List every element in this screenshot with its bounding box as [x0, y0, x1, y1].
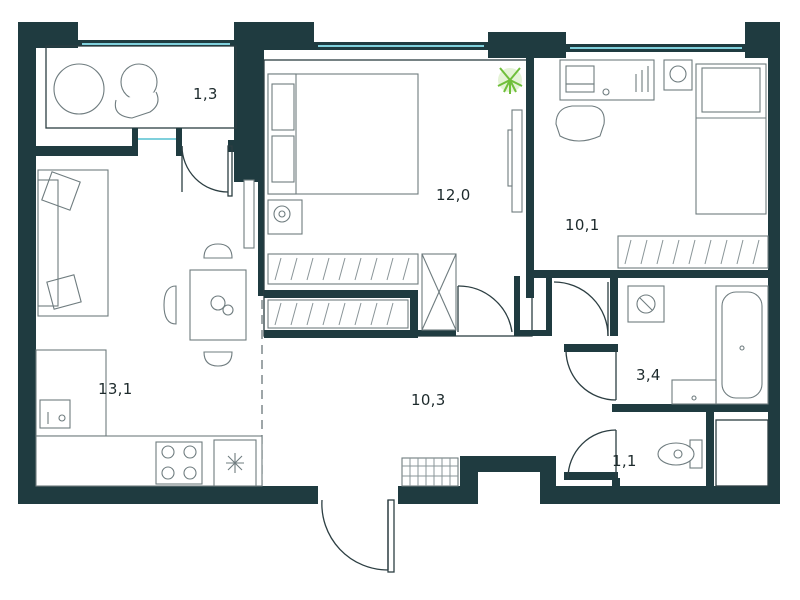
bedroom-1-furniture: [267, 67, 523, 331]
balcony-area-label: 1,3: [193, 85, 218, 103]
hallway-area-label: 10,3: [411, 391, 446, 409]
plant-icon: [497, 67, 523, 94]
kitchen-living-area-label: 13,1: [98, 380, 133, 398]
area-labels: 1,3 12,0 10,1 13,1 10,3 3,4 1,1: [98, 85, 661, 470]
bathroom-fixtures: [627, 285, 769, 405]
toilet-area-label: 1,1: [612, 452, 637, 470]
doors: [181, 145, 617, 573]
windows: [82, 43, 742, 140]
bathroom-area-label: 3,4: [636, 366, 661, 384]
bedroom-1-area-label: 12,0: [436, 186, 471, 204]
bedroom-2-furniture: [555, 59, 769, 269]
hall-closet: [267, 299, 409, 329]
living-kitchen-furniture: [35, 169, 263, 487]
bedroom-2-area-label: 10,1: [565, 216, 600, 234]
toilet-fixtures: [657, 419, 769, 487]
balcony-furniture: [53, 63, 159, 119]
interior-walls: [30, 45, 770, 490]
hallway-furniture: [401, 457, 459, 487]
